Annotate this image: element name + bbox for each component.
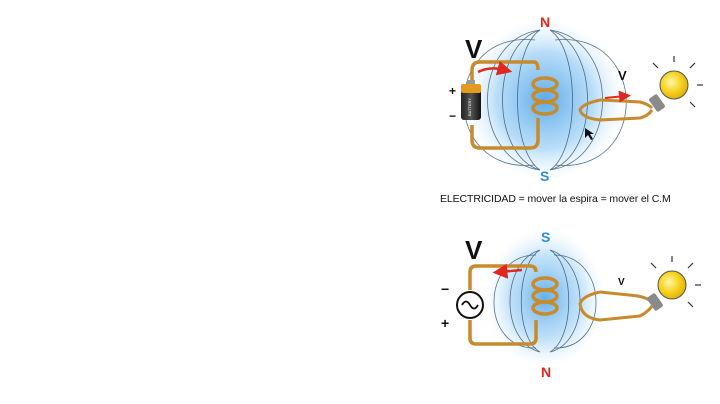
induced-voltage-label: V — [618, 277, 625, 288]
magnetic-field-glow — [465, 20, 625, 180]
caption-text: ELECTRICIDAD = mover la espira = mover e… — [440, 193, 671, 205]
battery-brand-label: BATTERY — [467, 98, 472, 116]
battery-minus-sign: − — [449, 109, 456, 123]
top-coil — [470, 60, 559, 150]
south-pole-label: S — [541, 229, 550, 245]
bottom-panel: − + V S N V — [441, 228, 701, 380]
voltage-label: V — [465, 34, 483, 64]
magnetic-field-glow — [485, 228, 605, 368]
bottom-coil — [468, 264, 559, 346]
current-arrow — [477, 60, 513, 76]
voltage-label: V — [465, 235, 483, 265]
cursor-icon — [585, 128, 594, 140]
secondary-loop — [578, 98, 654, 122]
source-plus-sign: + — [441, 315, 449, 331]
current-arrow — [492, 263, 523, 279]
light-bulb-icon — [647, 256, 701, 311]
induced-voltage-label: V — [618, 68, 627, 83]
light-bulb-icon — [649, 56, 703, 112]
top-panel: BATTERY + − V N S V — [449, 14, 703, 184]
north-pole-label: N — [540, 14, 550, 30]
induced-current-arrow — [604, 90, 631, 103]
source-minus-sign: − — [441, 281, 449, 297]
north-pole-label: N — [541, 364, 551, 380]
battery-icon: BATTERY — [461, 80, 481, 120]
battery-plus-sign: + — [449, 84, 456, 98]
ac-source-icon — [456, 291, 484, 319]
south-pole-label: S — [540, 168, 549, 184]
